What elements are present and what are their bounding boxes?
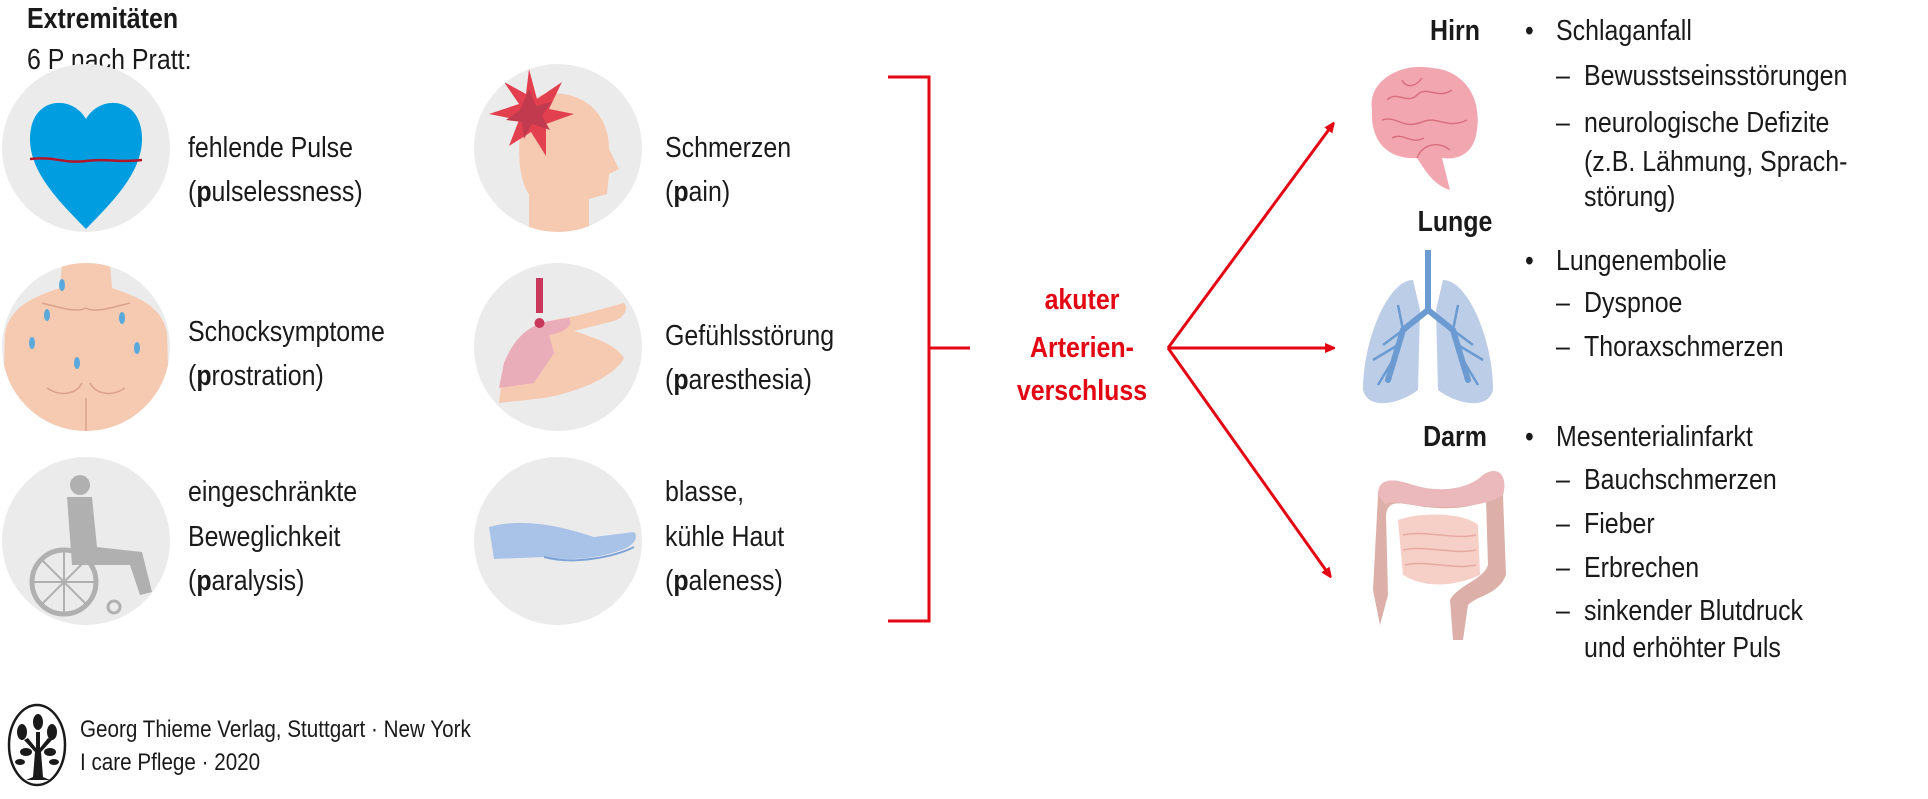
dash: – <box>1556 287 1570 319</box>
head-pain-icon <box>474 64 642 232</box>
symptom-sub: Erbrechen <box>1584 552 1700 584</box>
dash: – <box>1556 508 1570 540</box>
item-label: kühle Haut <box>665 521 785 553</box>
section-title: Extremitäten <box>27 3 179 35</box>
item-term: (prostration) <box>188 360 324 392</box>
dash: – <box>1556 464 1570 496</box>
bullet: • <box>1525 245 1534 277</box>
bullet: • <box>1525 15 1534 47</box>
symptom-sub: Dyspnoe <box>1584 287 1683 319</box>
organ-label-hirn: Hirn <box>1430 15 1480 47</box>
dash: – <box>1556 60 1570 92</box>
center-label-line: akuter <box>1044 284 1120 316</box>
item-label: Gefühlsstörung <box>665 320 835 352</box>
item-label: Beweglichkeit <box>188 521 341 553</box>
intestine-icon <box>1373 471 1506 640</box>
symptom-sub: Fieber <box>1584 508 1655 540</box>
book-line: I care Pflege · 2020 <box>80 749 261 776</box>
publisher-line: Georg Thieme Verlag, Stuttgart · New Yor… <box>80 716 471 743</box>
item-label: blasse, <box>665 476 745 508</box>
arrow-to-intestine <box>1166 347 1330 576</box>
thieme-tree-logo <box>7 703 67 787</box>
center-label-line: Arterien- <box>1030 332 1134 364</box>
sweating-torso-icon <box>2 263 170 431</box>
bullet: • <box>1525 421 1534 453</box>
symptom-main: Schlaganfall <box>1556 15 1692 47</box>
symptom-sub: störung) <box>1584 181 1676 213</box>
dash: – <box>1556 552 1570 584</box>
item-label: eingeschränkte <box>188 476 358 508</box>
arrow-to-brain <box>1166 124 1333 349</box>
brain-icon <box>1371 66 1478 190</box>
symptom-main: Lungenembolie <box>1556 245 1727 277</box>
item-label: Schmerzen <box>665 132 792 164</box>
symptom-sub: sinkender Blutdruck <box>1584 595 1804 627</box>
symptom-sub: und erhöhter Puls <box>1584 632 1781 664</box>
lungs-icon <box>1363 250 1493 404</box>
hand-numbness-icon <box>474 263 642 431</box>
item-label: fehlende Pulse <box>188 132 354 164</box>
item-term: (pulselessness) <box>188 176 363 208</box>
bracket <box>888 75 970 623</box>
item-term: (paresthesia) <box>665 364 812 396</box>
item-term: (paralysis) <box>188 565 305 597</box>
heart-pulse-icon <box>2 64 170 232</box>
item-term: (pain) <box>665 176 731 208</box>
item-term: (paleness) <box>665 565 783 597</box>
organ-label-darm: Darm <box>1423 421 1487 453</box>
symptom-main: Mesenterialinfarkt <box>1556 421 1753 453</box>
symptom-sub: Bewusstseinsstörungen <box>1584 60 1848 92</box>
symptom-sub: Bauchschmerzen <box>1584 464 1777 496</box>
center-label-line: verschluss <box>1016 375 1148 407</box>
item-label: Schocksymptome <box>188 316 385 348</box>
symptom-sub: (z.B. Lähmung, Sprach- <box>1584 146 1848 178</box>
wheelchair-icon <box>2 457 170 625</box>
organ-label-lunge: Lunge <box>1417 206 1493 238</box>
dash: – <box>1556 595 1570 627</box>
symptom-sub: neurologische Defizite <box>1584 107 1830 139</box>
symptom-sub: Thoraxschmerzen <box>1584 331 1784 363</box>
pale-hand-icon <box>474 457 642 625</box>
dash: – <box>1556 107 1570 139</box>
dash: – <box>1556 331 1570 363</box>
